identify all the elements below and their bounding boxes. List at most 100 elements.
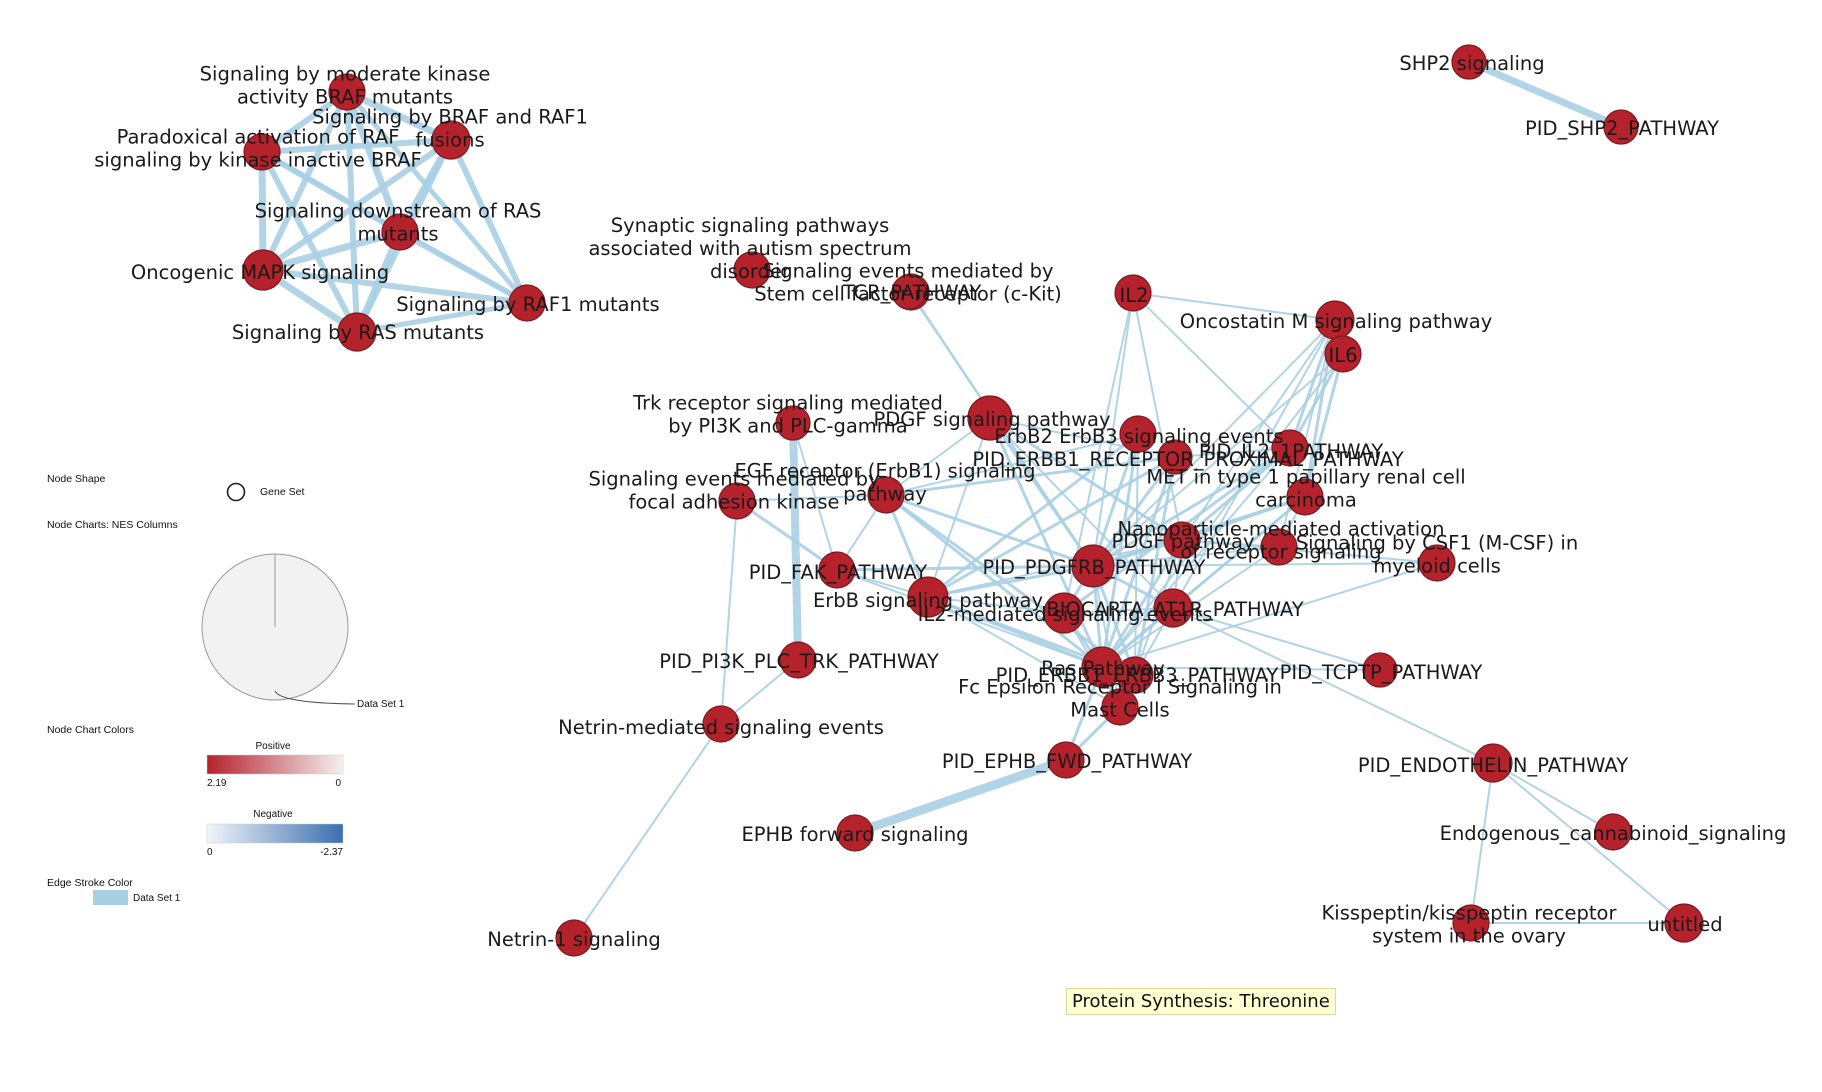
node-n1[interactable] — [328, 73, 366, 111]
edge-n6-n7[interactable] — [354, 300, 530, 335]
edge-n2-n3[interactable] — [259, 137, 454, 155]
node-n39[interactable] — [1473, 743, 1513, 783]
edge-n22-n37[interactable] — [720, 500, 738, 725]
node-n22[interactable] — [718, 482, 756, 520]
edge-n14-n31[interactable] — [1172, 319, 1336, 609]
node-n10[interactable] — [733, 251, 771, 289]
edge-n19-n21[interactable] — [884, 455, 1177, 497]
edge-n15-n33[interactable] — [1101, 353, 1344, 668]
edge-n20-n24[interactable] — [1180, 446, 1292, 542]
node-n8[interactable] — [1451, 44, 1487, 80]
edge-n31-n39[interactable] — [1172, 607, 1494, 764]
edge-n38-n40[interactable] — [850, 755, 1071, 838]
node-n13[interactable] — [1114, 274, 1152, 312]
edge-n24-n33[interactable] — [1100, 538, 1184, 669]
node-n26[interactable] — [1418, 544, 1456, 582]
edge-n19-n29[interactable] — [926, 455, 1177, 599]
node-n42[interactable] — [1452, 904, 1490, 942]
edge-n5-n6[interactable] — [260, 267, 530, 306]
edge-n28-n29[interactable] — [926, 564, 1095, 599]
edge-n3-n7[interactable] — [259, 149, 360, 335]
edge-n20-n33[interactable] — [1101, 447, 1291, 668]
node-n44[interactable] — [555, 919, 593, 957]
node-n38[interactable] — [1047, 741, 1085, 779]
edge-n23-n31[interactable] — [1172, 496, 1306, 609]
node-n30[interactable] — [1043, 592, 1085, 634]
edge-n4-n5[interactable] — [259, 228, 404, 274]
edge-n2-n6[interactable] — [448, 137, 530, 306]
edge-n20-n28[interactable] — [1091, 446, 1292, 568]
node-n37[interactable] — [702, 705, 740, 743]
node-n17[interactable] — [967, 395, 1013, 441]
node-n23[interactable] — [1286, 478, 1324, 516]
edge-n19-n20[interactable] — [1174, 447, 1291, 458]
edge-n23-n24[interactable] — [1180, 495, 1307, 542]
edge-n27-n28[interactable] — [835, 564, 1095, 572]
edge-n13-n28[interactable] — [1092, 292, 1134, 567]
edge-n14-n28[interactable] — [1092, 319, 1336, 567]
edge-n26-n28[interactable] — [1092, 562, 1438, 567]
edge-n18-n29[interactable] — [926, 432, 1140, 599]
node-n6[interactable] — [508, 284, 546, 322]
edge-n39-n43[interactable] — [1492, 762, 1685, 924]
edge-n21-n34[interactable] — [884, 493, 1137, 677]
node-n40[interactable] — [836, 814, 874, 852]
node-n3[interactable] — [243, 133, 281, 171]
node-n36[interactable] — [1101, 688, 1139, 726]
edge-n15-n28[interactable] — [1092, 353, 1344, 567]
edge-n26-n33[interactable] — [1101, 562, 1438, 668]
edge-n16-n27[interactable] — [792, 422, 838, 571]
edge-n8-n9[interactable] — [1465, 58, 1625, 131]
node-n7[interactable] — [337, 312, 377, 352]
node-n20[interactable] — [1271, 429, 1309, 467]
node-n29[interactable] — [907, 576, 949, 618]
edge-n1-n5[interactable] — [260, 89, 350, 273]
edge-n39-n41[interactable] — [1492, 762, 1614, 833]
edge-n31-n35[interactable] — [1172, 607, 1381, 671]
node-n2[interactable] — [431, 120, 471, 160]
edge-n17-n31[interactable] — [989, 417, 1174, 609]
edge-n26-n24[interactable] — [1181, 539, 1438, 564]
node-n27[interactable] — [818, 551, 856, 589]
node-n31[interactable] — [1153, 588, 1193, 628]
node-n19[interactable] — [1157, 439, 1193, 475]
edge-n22-n27[interactable] — [735, 499, 839, 572]
edge-n24-n29[interactable] — [927, 539, 1183, 598]
edge-n14-n20[interactable] — [1288, 318, 1337, 450]
node-n43[interactable] — [1664, 903, 1704, 943]
edge-n17-n33[interactable] — [988, 416, 1104, 669]
node-n5[interactable] — [242, 249, 284, 291]
edge-n21-n28[interactable] — [884, 493, 1095, 568]
edge-n4-n6[interactable] — [397, 229, 530, 306]
node-n28[interactable] — [1071, 544, 1115, 588]
edge-n28-n36[interactable] — [1092, 565, 1121, 708]
node-n18[interactable] — [1119, 415, 1157, 453]
edge-n14-n24[interactable] — [1181, 319, 1336, 541]
edge-n21-n33[interactable] — [884, 493, 1104, 669]
edge-n17-n24[interactable] — [988, 416, 1184, 542]
node-n12[interactable] — [891, 274, 927, 310]
edge-n21-n22[interactable] — [736, 494, 887, 502]
edge-n13-n24[interactable] — [1132, 292, 1183, 541]
node-n4[interactable] — [381, 213, 419, 251]
edge-n13-n14[interactable] — [1132, 292, 1336, 321]
edge-n29-n36[interactable] — [927, 596, 1121, 708]
node-n34[interactable] — [1116, 656, 1154, 694]
node-n32[interactable] — [779, 641, 817, 679]
node-n25[interactable] — [1260, 528, 1298, 566]
node-n21[interactable] — [867, 476, 905, 514]
node-n15[interactable] — [1324, 335, 1362, 373]
node-n41[interactable] — [1594, 813, 1632, 851]
edge-n1-n6[interactable] — [344, 89, 530, 306]
node-n35[interactable] — [1362, 652, 1398, 688]
edge-n1-n4[interactable] — [343, 88, 404, 236]
edge-n37-n44[interactable] — [573, 723, 722, 939]
edge-n29-n30[interactable] — [927, 596, 1065, 614]
node-n9[interactable] — [1603, 109, 1639, 145]
edge-n19-n28[interactable] — [1091, 455, 1177, 568]
node-n16[interactable] — [775, 405, 811, 441]
edge-n15-n23[interactable] — [1303, 352, 1345, 499]
node-n24[interactable] — [1163, 521, 1201, 559]
edge-n18-n21[interactable] — [885, 433, 1139, 496]
